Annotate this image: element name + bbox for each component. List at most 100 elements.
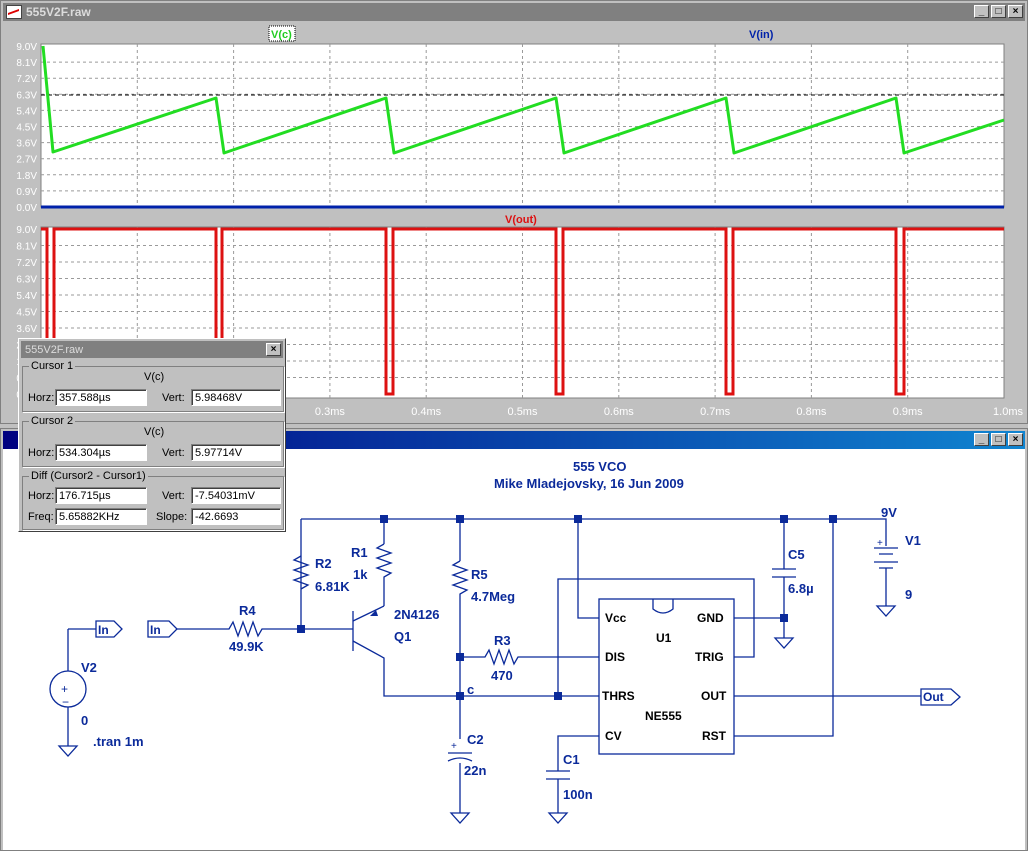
- v2-ref: V2: [81, 660, 97, 675]
- schematic-close-button[interactable]: ×: [1008, 433, 1023, 446]
- pin-out: OUT: [701, 689, 727, 703]
- diff-vert-field[interactable]: -7.54031mV: [191, 487, 281, 504]
- schematic-minimize-button[interactable]: _: [974, 433, 989, 446]
- minimize-button[interactable]: _: [974, 5, 989, 18]
- c2-ref: C2: [467, 732, 484, 747]
- r1-resistor: [375, 543, 393, 606]
- cursor2-label: Cursor 2: [29, 415, 76, 427]
- diff-vert-label: Vert:: [162, 490, 185, 502]
- y-tick-label: 9.0V: [16, 42, 37, 53]
- y-tick-label: 1.8V: [16, 171, 37, 182]
- c2-value: 22n: [464, 763, 486, 778]
- cursor-dialog: 555V2F.raw × Cursor 1 V(c) Horz: 357.588…: [18, 338, 286, 532]
- r3-ref: R3: [494, 633, 511, 648]
- v2-value: 0: [81, 713, 88, 728]
- diff-freq-field[interactable]: 5.65882KHz: [55, 508, 147, 525]
- c1-value: 100n: [563, 787, 593, 802]
- cursor-dialog-close-button[interactable]: ×: [266, 343, 281, 356]
- schematic-maximize-button[interactable]: □: [991, 433, 1006, 446]
- y-tick-label: 0.0V: [16, 203, 37, 214]
- pin-cv: CV: [605, 729, 622, 743]
- net-label-in-left[interactable]: In: [98, 623, 109, 637]
- net-label-c: c: [467, 682, 474, 697]
- pin-thrs: THRS: [602, 689, 635, 703]
- y-tick-label: 5.4V: [16, 106, 37, 117]
- cursor2-horz-field[interactable]: 534.304µs: [55, 444, 147, 461]
- r1-ref: R1: [351, 545, 368, 560]
- tran-directive[interactable]: .tran 1m: [93, 734, 144, 749]
- pin-trig: TRIG: [695, 650, 724, 664]
- v1-net-label: 9V: [881, 505, 897, 520]
- r4-ref: R4: [239, 603, 256, 618]
- v1-ref: V1: [905, 533, 921, 548]
- cursor-dialog-titlebar[interactable]: 555V2F.raw ×: [21, 341, 283, 358]
- c5-value: 6.8µ: [788, 581, 814, 596]
- schematic-author: Mike Mladejovsky, 16 Jun 2009: [494, 476, 684, 491]
- y-tick-label: 5.4V: [16, 291, 37, 302]
- net-label-in-right[interactable]: In: [150, 623, 161, 637]
- diff-slope-field[interactable]: -42.6693: [191, 508, 281, 525]
- y-tick-label: 9.0V: [16, 225, 37, 236]
- cursor2-horz-label: Horz:: [28, 447, 55, 459]
- trace-v-out: [41, 227, 1004, 396]
- r5-ref: R5: [471, 567, 488, 582]
- diff-horz-label: Horz:: [28, 490, 55, 502]
- trace-label-v-in[interactable]: V(in): [749, 29, 774, 41]
- q1-model: 2N4126: [394, 607, 440, 622]
- cursor1-trace: V(c): [144, 371, 165, 383]
- y-tick-label: 8.1V: [16, 242, 37, 253]
- cursor2-vert-label: Vert:: [162, 447, 185, 459]
- svg-text:−: −: [62, 695, 69, 709]
- y-tick-label: 6.3V: [16, 90, 37, 101]
- x-tick-label: 0.3ms: [315, 406, 345, 418]
- x-tick-label: 1.0ms: [993, 406, 1023, 418]
- y-tick-label: 7.2V: [16, 74, 37, 85]
- diff-slope-label: Slope:: [156, 511, 188, 523]
- x-tick-label: 0.9ms: [893, 406, 923, 418]
- cursor1-vert-label: Vert:: [162, 392, 185, 404]
- y-tick-label: 3.6V: [16, 324, 37, 335]
- u1-ref: U1: [656, 631, 672, 645]
- waveform-window: 555V2F.raw _ □ × 9.0V 8.1V 7.2V 6.3V 5.4V 4.5…: [0, 0, 1028, 424]
- c1-ref: C1: [563, 752, 580, 767]
- y-tick-label: 0.9V: [16, 187, 37, 198]
- schematic-title: 555 VCO: [573, 459, 626, 474]
- cursor1-group: Cursor 1 V(c) Horz: 357.588µs Vert: 5.98…: [22, 360, 284, 412]
- x-tick-label: 0.5ms: [508, 406, 538, 418]
- r2-ref: R2: [315, 556, 332, 571]
- maximize-button[interactable]: □: [991, 5, 1006, 18]
- pin-dis: DIS: [605, 650, 625, 664]
- net-label-out[interactable]: Out: [923, 690, 944, 704]
- r3-value: 470: [491, 668, 513, 683]
- trace-v-c: [41, 45, 1005, 155]
- c5-ref: C5: [788, 547, 805, 562]
- pin-rst: RST: [702, 729, 727, 743]
- cursor1-horz-field[interactable]: 357.588µs: [55, 389, 147, 406]
- cursor2-trace: V(c): [144, 426, 165, 438]
- y-tick-label: 6.3V: [16, 275, 37, 286]
- x-tick-label: 0.7ms: [700, 406, 730, 418]
- diff-label: Diff (Cursor2 - Cursor1): [29, 470, 148, 482]
- cursor1-vert-field[interactable]: 5.98468V: [191, 389, 281, 406]
- cursor-dialog-title: 555V2F.raw: [25, 343, 84, 356]
- cursor2-vert-field[interactable]: 5.97714V: [191, 444, 281, 461]
- svg-text:+: +: [451, 741, 457, 752]
- close-button[interactable]: ×: [1008, 5, 1023, 18]
- diff-horz-field[interactable]: 176.715µs: [55, 487, 147, 504]
- waveform-plot[interactable]: 9.0V8.1V7.2V6.3V5.4V4.5V3.6V2.7V1.8V0.9V…: [1, 23, 1027, 423]
- ne555-ic: [598, 598, 735, 755]
- u1-model: NE555: [645, 709, 682, 723]
- y-tick-label: 4.5V: [16, 123, 37, 134]
- y-tick-label: 4.5V: [16, 308, 37, 319]
- x-tick-label: 0.8ms: [796, 406, 826, 418]
- y-tick-label: 8.1V: [16, 58, 37, 69]
- trace-label-v-c[interactable]: V(c): [271, 29, 292, 41]
- trace-label-v-out[interactable]: V(out): [505, 214, 537, 226]
- pin-gnd: GND: [697, 611, 724, 625]
- waveform-titlebar[interactable]: 555V2F.raw _ □ ×: [3, 3, 1025, 21]
- y-tick-label: 3.6V: [16, 139, 37, 150]
- v1-value: 9: [905, 587, 912, 602]
- r4-value: 49.9K: [229, 639, 264, 654]
- svg-text:+: +: [877, 538, 883, 549]
- diff-freq-label: Freq:: [28, 511, 54, 523]
